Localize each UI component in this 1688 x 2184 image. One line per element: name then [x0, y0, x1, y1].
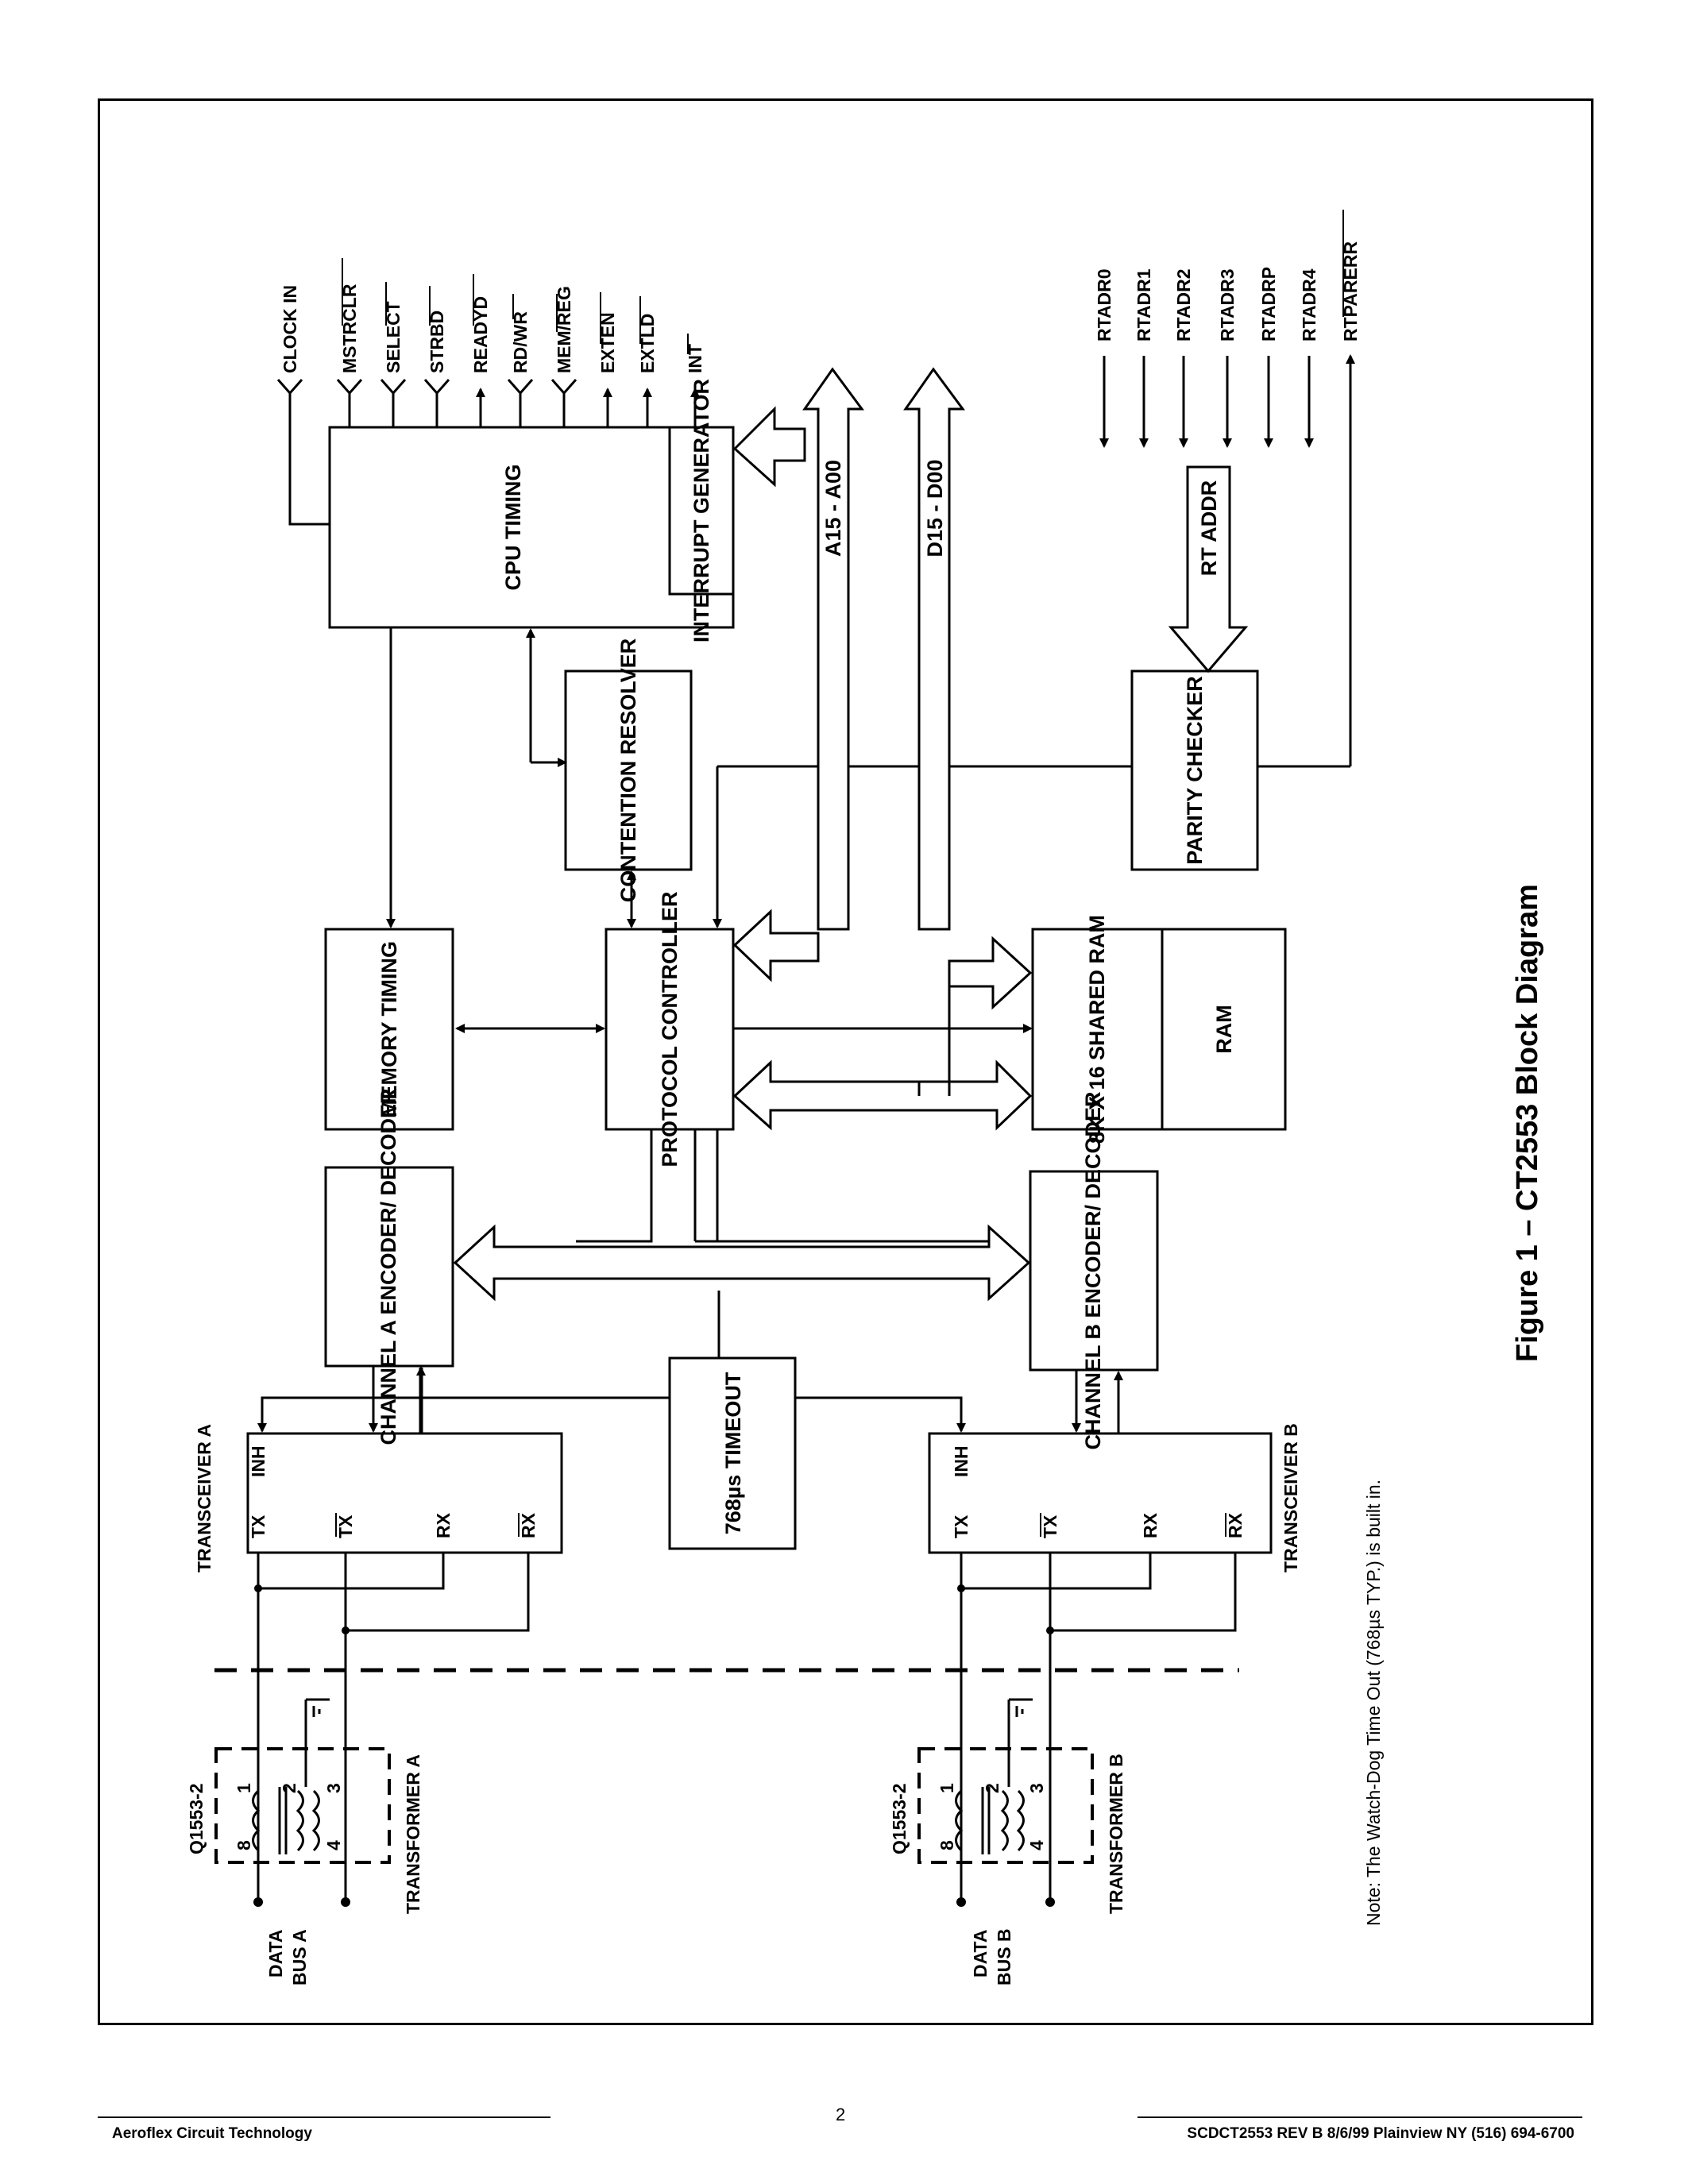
footer-rule-right — [1138, 2116, 1582, 2118]
footer-rule-left — [98, 2116, 550, 2118]
bus-b-terminal-dot — [1045, 1897, 1055, 1907]
parity-checker-block — [1130, 669, 1259, 871]
pin-inh-a: INH — [248, 1445, 268, 1477]
figure-note: Note: The Watch-Dog Time Out (768µs TYP.… — [1363, 1480, 1384, 1926]
signal-rtadr4: RTADR4 — [1299, 268, 1319, 341]
pin-rx-a: RX — [433, 1512, 454, 1538]
pin8-a: 8 — [234, 1840, 254, 1850]
transformer-b-block — [917, 1747, 1094, 1864]
timeout-block — [668, 1356, 797, 1550]
pin3-a: 3 — [323, 1783, 344, 1793]
pin-inh-b: INH — [951, 1445, 971, 1477]
data-bus-b-bus: BUS B — [994, 1928, 1014, 1985]
pin2-a: 2 — [279, 1783, 299, 1793]
pin3-b: 3 — [1026, 1783, 1047, 1793]
signal-rtadr2: RTADR2 — [1173, 268, 1194, 341]
channel-b-block — [1029, 1170, 1159, 1372]
signal-rd-wr: RD/WR — [510, 311, 531, 373]
transformer-a-label: TRANSFORMER A — [403, 1754, 423, 1914]
signal-rtadr3: RTADR3 — [1217, 268, 1238, 341]
channel-b-label: CHANNEL B ENCODER/ DECODER — [1081, 1091, 1105, 1449]
data-bus-arrow — [903, 367, 965, 931]
pin4-b: 4 — [1026, 1840, 1047, 1850]
data-bus-b-data: DATA — [970, 1930, 991, 1978]
contention-resolver-label: CONTENTION RESOLVER — [616, 639, 640, 903]
figure-title: Figure 1 – CT2553 Block Diagram — [1511, 884, 1544, 1362]
transformer-a-part: Q1553-2 — [186, 1783, 207, 1854]
pin2-b: 2 — [982, 1783, 1002, 1793]
rt-addr-arrow — [1168, 465, 1249, 673]
figure-frame — [98, 98, 1593, 2025]
signal-clock-in: CLOCK IN — [280, 285, 300, 373]
cpu-timing-label: CPU TIMING — [501, 465, 525, 591]
footer-company: Aeroflex Circuit Technology — [112, 2125, 312, 2142]
shared-ram-block — [1031, 928, 1287, 1131]
transceiver-b-label: TRANSCEIVER B — [1280, 1423, 1301, 1572]
pin1-a: 1 — [234, 1783, 254, 1793]
signal-rtadrp: RTADRP — [1258, 267, 1279, 341]
memory-timing-block — [324, 928, 454, 1131]
footer-doc-info: SCDCT2553 REV B 8/6/99 Plainview NY (516… — [1187, 2125, 1574, 2142]
pin1-b: 1 — [937, 1783, 957, 1793]
protocol-controller-label: PROTOCOL CONTROLLER — [658, 891, 682, 1167]
transformer-b-label: TRANSFORMER B — [1106, 1754, 1126, 1914]
transformer-b-part: Q1553-2 — [889, 1783, 910, 1854]
pin8-b: 8 — [937, 1840, 957, 1850]
bus-a-terminal-dot — [341, 1897, 350, 1907]
data-bus-a-bus: BUS A — [289, 1929, 310, 1985]
memory-timing-label: MEMORY TIMING — [377, 941, 401, 1117]
pin-rx-b: RX — [1140, 1512, 1161, 1538]
bus-a-terminal-dot — [253, 1897, 263, 1907]
shared-ram-label: 8K X 16 SHARED RAM — [1085, 915, 1109, 1144]
page-number: 2 — [836, 2105, 846, 2124]
cpu-timing-block — [328, 426, 735, 629]
transceiver-b-block — [928, 1432, 1273, 1554]
transceiver-a-label: TRANSCEIVER A — [194, 1424, 214, 1572]
data-bus-label: D15 - D00 — [923, 459, 947, 557]
bus-b-terminal-dot — [956, 1897, 966, 1907]
channel-a-block — [324, 1166, 454, 1368]
pin-txbar-b: TX — [1040, 1515, 1060, 1538]
pin4-a: 4 — [323, 1840, 344, 1850]
parity-checker-label: PARITY CHECKER — [1183, 676, 1207, 865]
ram-label: RAM — [1212, 1005, 1236, 1054]
address-bus-label: A15 - A00 — [821, 460, 845, 557]
signal-rtadr1: RTADR1 — [1134, 268, 1154, 341]
pin-txbar-a: TX — [335, 1515, 356, 1538]
channel-a-label: CHANNEL A ENCODER/ DECODER — [377, 1088, 400, 1445]
address-bus-arrow — [802, 367, 864, 931]
data-bus-a-data: DATA — [265, 1930, 286, 1978]
pin-rxbar-a: RX — [518, 1512, 539, 1538]
pin-tx-a: TX — [248, 1515, 268, 1538]
interrupt-generator-block — [668, 426, 735, 596]
contention-resolver-block — [564, 669, 693, 871]
pin-tx-b: TX — [951, 1515, 971, 1538]
interrupt-generator-label: INTERRUPT GENERATOR — [689, 379, 713, 642]
transceiver-a-block — [246, 1432, 563, 1554]
timeout-label: 768µs TIMEOUT — [721, 1372, 745, 1534]
signal-rtadr0: RTADR0 — [1094, 268, 1114, 341]
rt-addr-label: RT ADDR — [1197, 480, 1221, 577]
pin-rxbar-b: RX — [1225, 1512, 1246, 1538]
transformer-a-block — [214, 1747, 391, 1864]
